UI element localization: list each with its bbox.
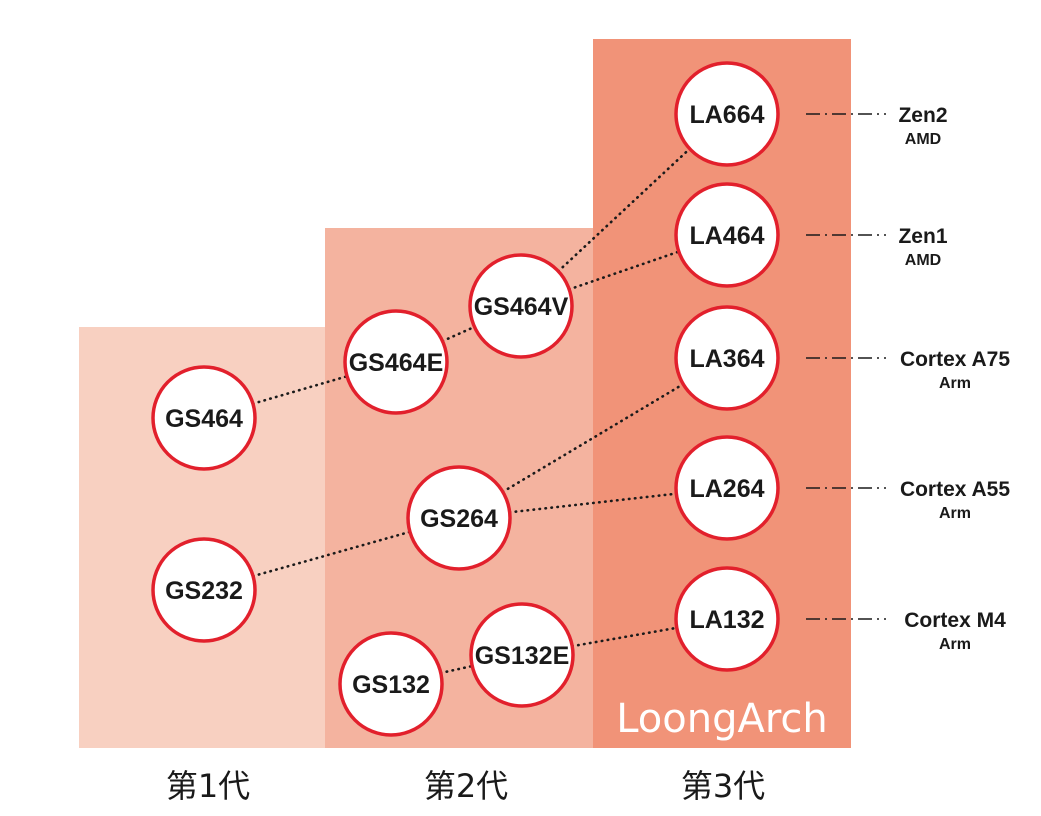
edge-GS264-LA364 [501, 382, 685, 494]
node-circle [468, 253, 574, 359]
node-circle [343, 309, 449, 415]
node-circle [674, 435, 780, 541]
benchmark-vendor: Arm [939, 636, 971, 653]
node-LA264: LA264 [674, 435, 780, 541]
edge-GS132E-LA132 [570, 626, 679, 648]
node-label: GS264 [420, 505, 498, 533]
edge-GS264-LA264 [508, 492, 678, 514]
node-GS464E: GS464E [343, 309, 449, 415]
node-GS264: GS264 [406, 465, 512, 571]
node-label: LA132 [689, 606, 764, 634]
node-circle [151, 537, 257, 643]
node-circle [406, 465, 512, 571]
gen3-label: 第3代 [681, 767, 765, 805]
node-circle [674, 305, 780, 411]
node-label: LA264 [689, 475, 764, 503]
benchmark-vendor: Arm [939, 505, 971, 522]
node-LA664: LA664 [674, 61, 780, 167]
edge-GS464-GS464E [251, 374, 349, 406]
benchmark-name: Cortex M4 [904, 609, 1006, 632]
node-LA364: LA364 [674, 305, 780, 411]
edge-GS464E-GS464V [441, 325, 476, 343]
node-label: LA664 [689, 101, 764, 129]
generation-labels: 第1代 第2代 第3代 [166, 767, 765, 805]
loongarch-logo: LoongArch [616, 696, 828, 742]
benchmark-name: Zen1 [898, 225, 947, 248]
node-LA464: LA464 [674, 182, 780, 288]
node-label: GS464E [349, 349, 444, 377]
node-circle [151, 365, 257, 471]
node-GS132E: GS132E [469, 602, 575, 708]
benchmark-vendor: AMD [905, 131, 941, 148]
node-circle [674, 182, 780, 288]
node-GS464: GS464 [151, 365, 257, 471]
node-GS132: GS132 [338, 631, 444, 737]
node-circle [469, 602, 575, 708]
node-label: GS232 [165, 577, 243, 605]
node-label: LA364 [689, 345, 764, 373]
node-label: GS464V [474, 293, 569, 321]
node-LA132: LA132 [674, 566, 780, 672]
node-label: GS132 [352, 671, 430, 699]
benchmark-vendor: AMD [905, 252, 941, 269]
logo-text: LoongArch [616, 696, 828, 742]
edge-GS464V-LA464 [567, 250, 681, 291]
node-circle [674, 566, 780, 672]
lineage-edges [251, 147, 691, 675]
node-circle [674, 61, 780, 167]
node-GS464V: GS464V [468, 253, 574, 359]
node-circle [338, 631, 444, 737]
node-label: GS132E [475, 642, 570, 670]
gen2-label: 第2代 [424, 767, 508, 805]
benchmark-name: Cortex A75 [900, 348, 1010, 371]
edge-GS464V-LA664 [557, 147, 691, 273]
node-GS232: GS232 [151, 537, 257, 643]
node-label: GS464 [165, 405, 243, 433]
gen1-label: 第1代 [166, 767, 250, 805]
edge-GS132-GS132E [439, 664, 474, 675]
node-label: LA464 [689, 222, 764, 250]
benchmark-vendor: Arm [939, 375, 971, 392]
benchmark-name: Zen2 [898, 104, 947, 127]
benchmark-name: Cortex A55 [900, 478, 1010, 501]
